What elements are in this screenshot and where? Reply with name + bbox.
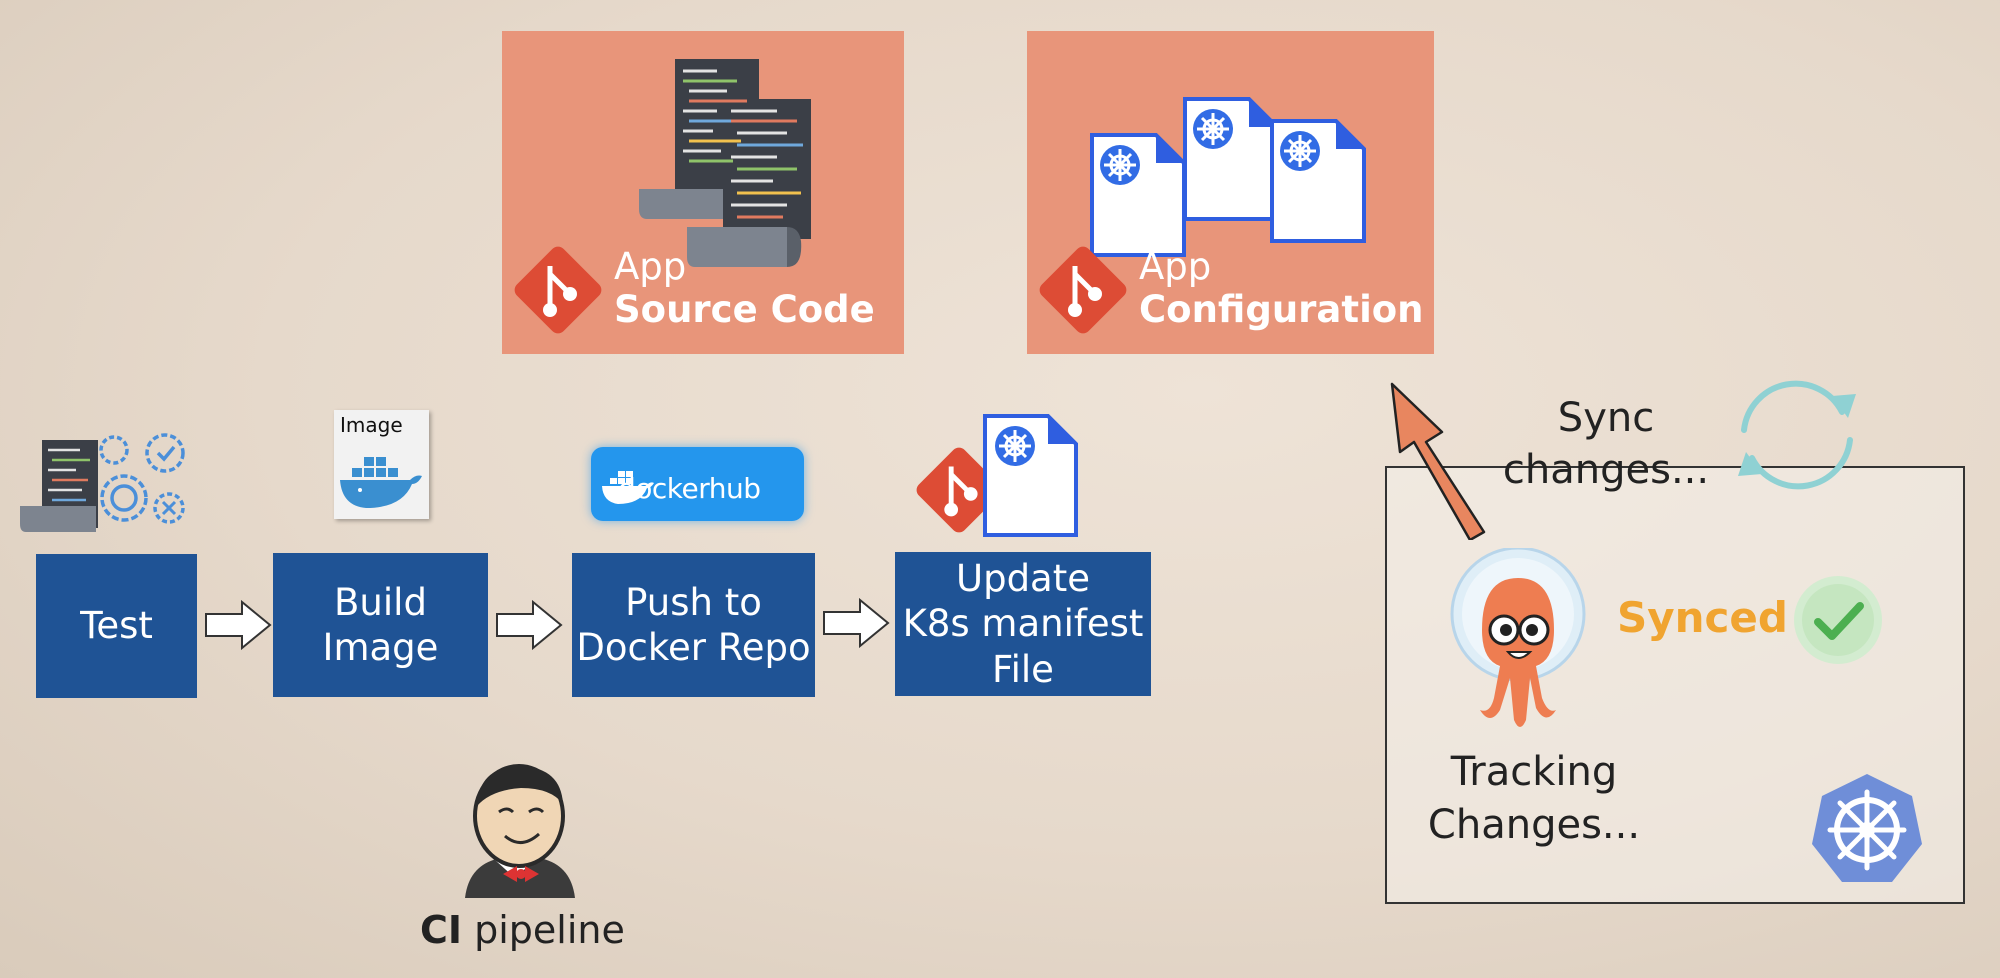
ci-label-rest: pipeline — [462, 908, 625, 952]
repo-label-line2: Configuration — [1139, 287, 1424, 331]
stage-update-manifest: Update K8s manifest File — [895, 552, 1151, 696]
jenkins-icon — [465, 764, 575, 898]
sync-icon — [1738, 380, 1856, 490]
sync-changes-label: Sync changes... — [1502, 395, 1710, 493]
kubernetes-icon — [1812, 774, 1922, 882]
stage-label: Build Image — [322, 580, 439, 669]
docker-whale-icon — [340, 457, 422, 508]
git-icon — [514, 246, 602, 334]
stage-label: Update K8s manifest File — [902, 557, 1144, 691]
repo-label-line2: Source Code — [614, 287, 875, 331]
repo-label-line1: App — [1139, 245, 1212, 288]
arrow-right-icon — [205, 600, 272, 650]
stage-build-image: Build Image — [273, 553, 488, 697]
stage-label: Test — [80, 604, 153, 648]
code-file-icon — [639, 59, 811, 267]
docker-whale-icon — [602, 471, 654, 504]
stage-test: Test — [36, 554, 197, 698]
synced-status: Synced — [1617, 593, 1788, 642]
source-code-repo-panel: App Source Code — [502, 31, 904, 354]
repo-label-line1: App — [614, 245, 687, 288]
arrow-up-icon — [1390, 382, 1486, 540]
argo-octopus-icon — [1450, 548, 1586, 727]
k8s-manifest-icon — [983, 414, 1078, 537]
tracking-changes-label: Tracking Changes... — [1427, 749, 1641, 848]
image-label: Image — [340, 413, 403, 437]
checkmark-icon — [1794, 576, 1882, 664]
arrow-right-icon — [496, 600, 563, 650]
git-icon — [1039, 246, 1127, 334]
stage-label: Push to Docker Repo — [576, 580, 811, 669]
stage-push-docker-repo: Push to Docker Repo — [572, 553, 815, 697]
git-icon — [916, 447, 1002, 533]
ci-pipeline-label: CI pipeline — [420, 908, 625, 952]
arrow-right-icon — [823, 598, 890, 648]
dockerhub-label: dockerhub — [618, 472, 761, 505]
config-repo-panel: App Configuration — [1027, 31, 1434, 354]
ci-label-bold: CI — [420, 908, 463, 952]
k8s-manifest-icon — [1090, 97, 1366, 257]
test-code-gears-icon — [20, 433, 185, 532]
